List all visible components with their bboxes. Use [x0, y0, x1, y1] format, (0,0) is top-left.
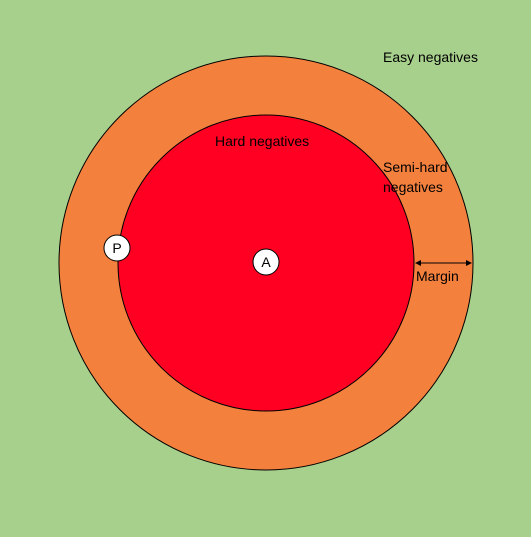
- anchor-point: [252, 248, 280, 276]
- anchor-label: A: [261, 254, 271, 270]
- margin-label: Margin: [416, 268, 459, 284]
- positive-label: P: [112, 240, 122, 256]
- positive-point: [103, 234, 131, 262]
- hard-negatives-label: Hard negatives: [215, 133, 310, 149]
- easy-negatives-label: Easy negatives: [383, 49, 478, 65]
- semi-hard-negatives-label: Semi-hard negatives: [383, 159, 448, 195]
